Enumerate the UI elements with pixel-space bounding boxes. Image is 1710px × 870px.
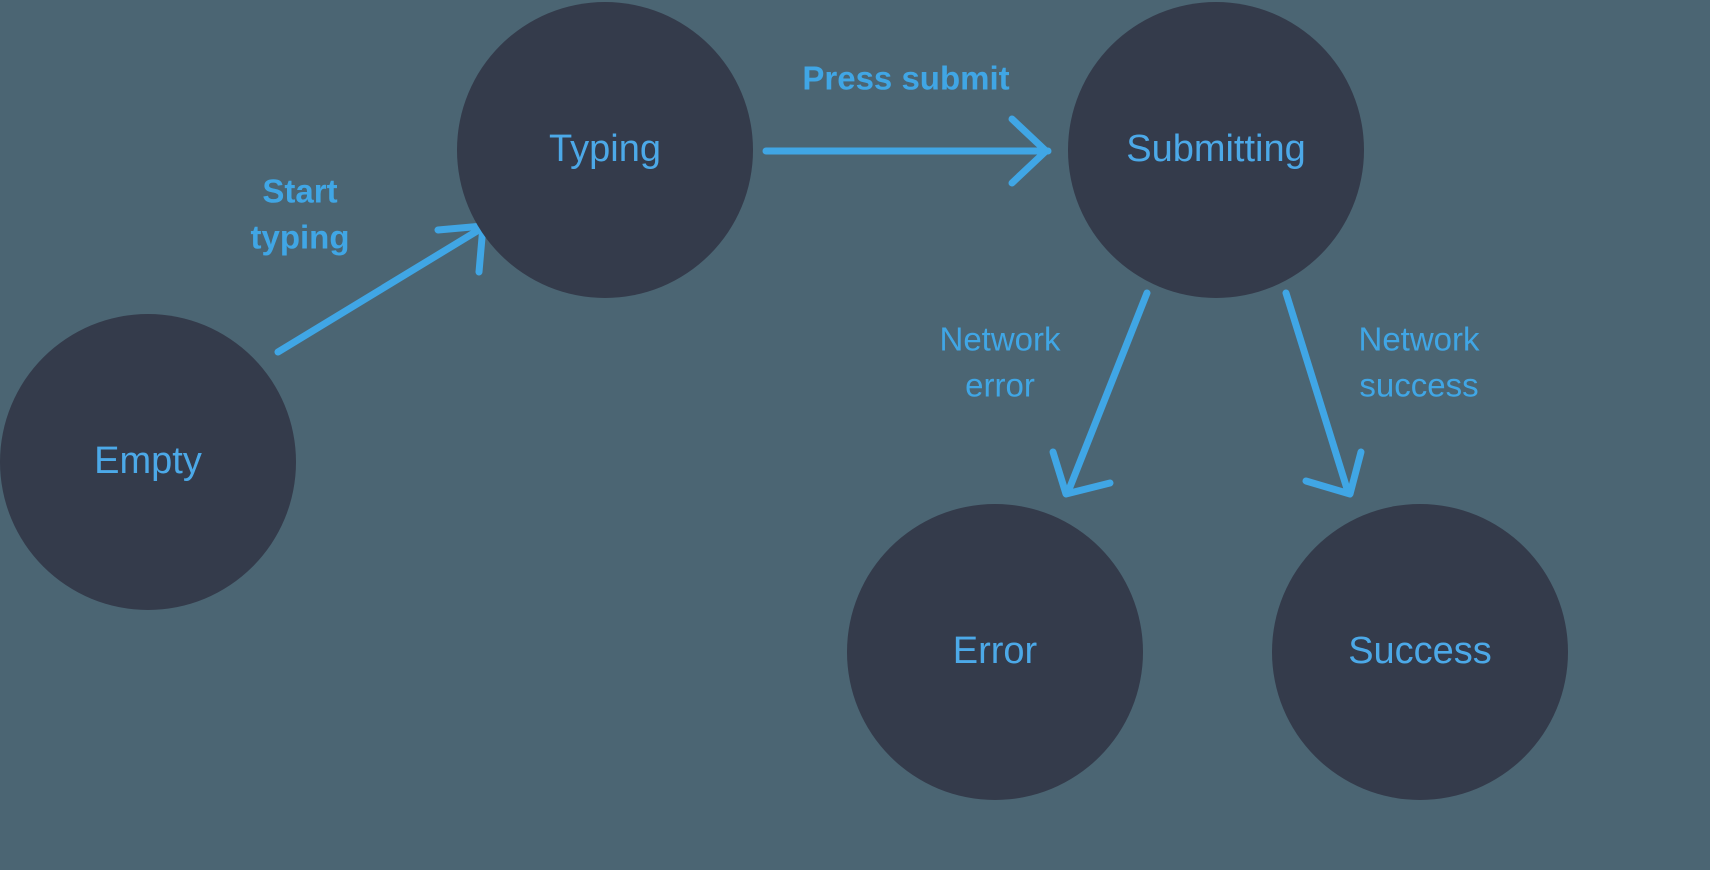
edge-submitting-to-error[interactable]: Network error — [939, 289, 1151, 498]
node-empty-label: Empty — [94, 440, 202, 482]
node-typing-circle — [457, 2, 753, 298]
node-error-label: Error — [953, 630, 1038, 672]
node-empty[interactable]: Empty — [0, 314, 296, 610]
edge-empty-to-typing[interactable]: Start typing — [251, 173, 487, 356]
edge-label-network-error-line2: error — [965, 367, 1035, 404]
edge-submitting-to-success-line — [1282, 289, 1352, 496]
edge-typing-to-submitting-arrowhead — [1008, 115, 1050, 187]
node-error[interactable]: Error — [847, 504, 1143, 800]
node-error-circle — [847, 504, 1143, 800]
edge-label-start-typing-line1: Start — [262, 173, 337, 210]
node-submitting-label: Submitting — [1126, 128, 1306, 170]
edge-label-network-success-line2: success — [1359, 367, 1478, 404]
node-success-label: Success — [1348, 630, 1492, 672]
edge-typing-to-submitting[interactable]: Press submit — [762, 60, 1052, 187]
node-success[interactable]: Success — [1272, 504, 1568, 800]
edge-submitting-to-error-arrowhead — [1049, 448, 1114, 498]
edge-label-start-typing-line2: typing — [251, 219, 350, 256]
edge-empty-to-typing-line — [274, 224, 486, 356]
edge-label-press-submit: Press submit — [802, 60, 1009, 97]
node-submitting-circle — [1068, 2, 1364, 298]
node-typing[interactable]: Typing — [457, 2, 753, 298]
edge-submitting-to-error-line — [1064, 289, 1151, 496]
edge-label-network-success-line1: Network — [1358, 321, 1480, 358]
node-typing-label: Typing — [549, 128, 661, 170]
node-submitting[interactable]: Submitting — [1068, 2, 1364, 298]
edge-label-network-error-line1: Network — [939, 321, 1061, 358]
edge-submitting-to-success-arrowhead — [1302, 448, 1365, 498]
edge-submitting-to-success[interactable]: Network success — [1282, 289, 1480, 498]
node-success-circle — [1272, 504, 1568, 800]
node-empty-circle — [0, 314, 296, 610]
